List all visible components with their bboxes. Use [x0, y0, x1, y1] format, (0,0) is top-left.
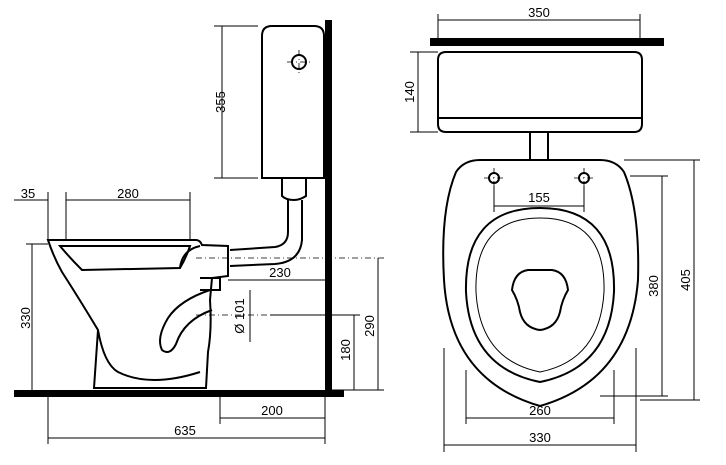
floor-line [14, 390, 344, 397]
dim-floor-outlet: 200 [261, 403, 283, 418]
cistern-outlet [281, 177, 307, 202]
dim-seat-length: 380 [646, 275, 661, 297]
dim-inner-width: 260 [529, 403, 551, 418]
drain-hole [510, 269, 570, 332]
dim-inlet-height: 290 [362, 315, 377, 337]
dim-outlet-height: 180 [338, 339, 353, 361]
side-view: 355 35 280 330 230 Ø 101 180 290 200 [14, 20, 385, 444]
dim-tank-height: 355 [213, 91, 228, 113]
dim-bowl-height: 330 [18, 307, 33, 329]
trap [159, 289, 213, 353]
dim-total-depth: 635 [174, 423, 196, 438]
dim-tank-width: 350 [528, 5, 550, 20]
wall-top-bar [430, 38, 664, 46]
bowl-side [46, 239, 229, 389]
top-view: 350 140 155 380 405 260 330 [402, 5, 700, 452]
cistern-side [261, 25, 325, 179]
dim-total-length: 405 [678, 269, 693, 291]
wall-line [325, 20, 332, 397]
dim-outlet-from-wall: 230 [269, 265, 291, 280]
dim-outer-width: 330 [529, 430, 551, 445]
flush-pipe [229, 200, 289, 251]
seat-ring [464, 206, 616, 384]
dim-bolt-spacing: 155 [528, 190, 550, 205]
dim-rim-offset: 35 [21, 186, 35, 201]
dim-outlet-diameter: Ø 101 [232, 298, 247, 333]
dim-bowl-length: 280 [117, 186, 139, 201]
dim-tank-depth: 140 [402, 81, 417, 103]
cistern-top [437, 51, 643, 133]
